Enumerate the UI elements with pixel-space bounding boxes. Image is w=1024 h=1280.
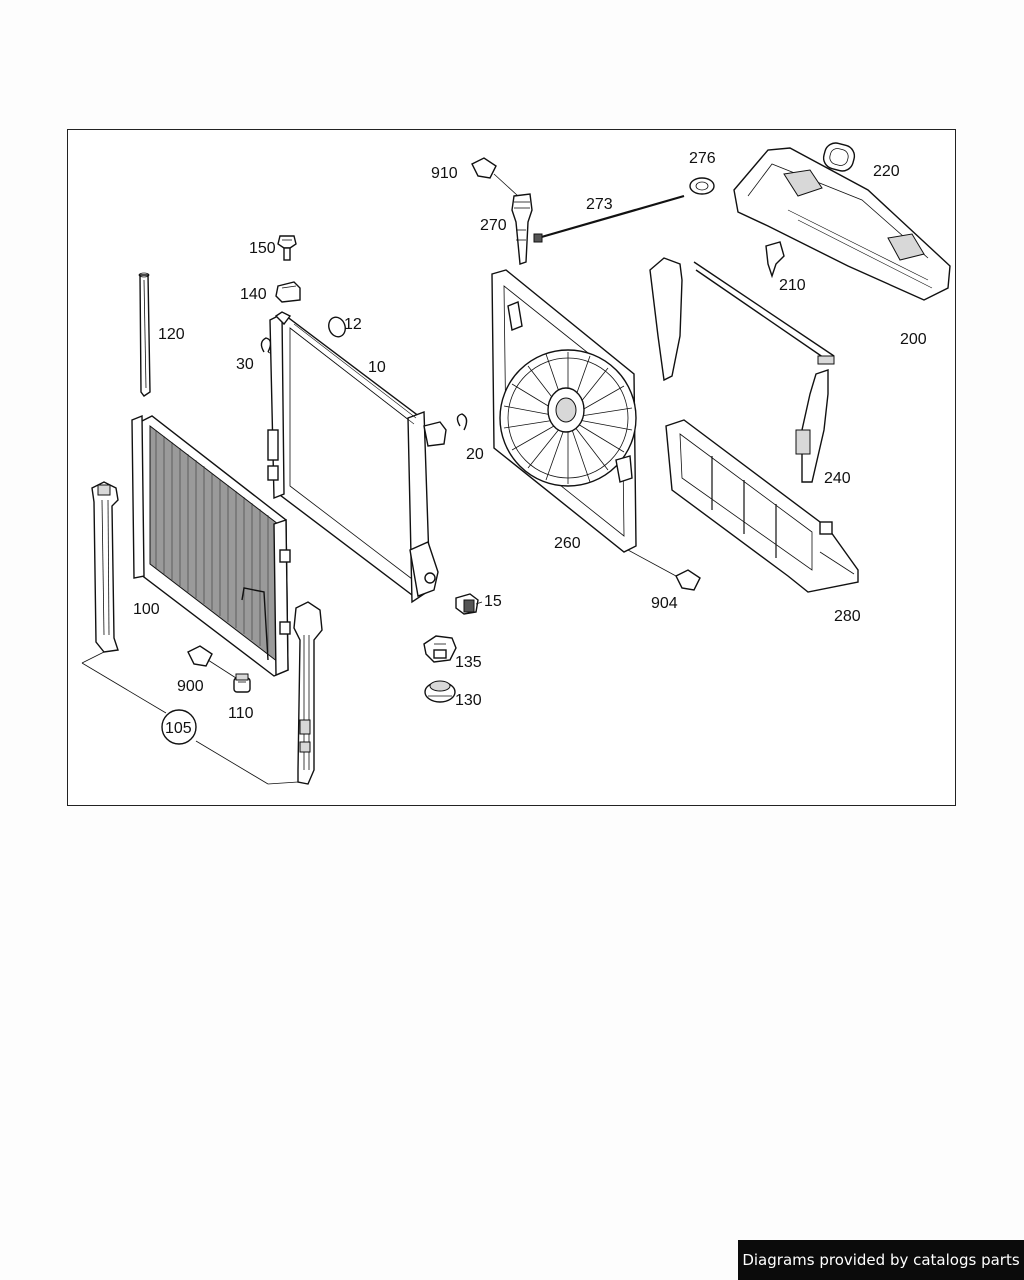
- part-label-900: 900: [177, 678, 204, 695]
- part-label-150: 150: [249, 240, 276, 257]
- parts-diagram-frame: 10 12 15 20 30 100 105 110 120 130 135 1…: [67, 129, 956, 806]
- part-label-200: 200: [900, 331, 927, 348]
- part-label-12: 12: [344, 316, 362, 333]
- part-270-sensor: [511, 193, 533, 265]
- part-label-260: 260: [554, 535, 581, 552]
- part-label-273: 273: [586, 196, 613, 213]
- part-label-20: 20: [466, 446, 484, 463]
- part-label-210: 210: [779, 277, 806, 294]
- part-140-mount: [275, 281, 301, 303]
- part-100-condenser: [131, 414, 291, 677]
- part-label-270: 270: [480, 217, 507, 234]
- part-label-904: 904: [651, 595, 678, 612]
- part-276-clamp: [689, 177, 715, 195]
- part-label-110: 110: [228, 705, 254, 722]
- exploded-parts-diagram: 10 12 15 20 30 100 105 110 120 130 135 1…: [81, 142, 951, 785]
- part-10-radiator: [267, 311, 447, 604]
- part-130-cap: [424, 680, 456, 703]
- part-220-seal: [822, 142, 856, 172]
- part-135-adapter: [423, 635, 457, 663]
- part-904-label-tag: [675, 569, 701, 591]
- part-120-strip: [138, 272, 151, 397]
- part-240-frame: [649, 257, 835, 483]
- part-label-910: 910: [431, 165, 458, 182]
- part-15-sensor: [455, 593, 483, 615]
- part-150-fastener: [277, 235, 297, 261]
- part-105-right-bracket: [293, 601, 323, 785]
- footer-credit: Diagrams provided by catalogs parts: [738, 1240, 1024, 1280]
- part-label-30: 30: [236, 356, 254, 373]
- part-label-135: 135: [455, 654, 482, 671]
- part-label-105: 105: [165, 720, 192, 737]
- part-label-220: 220: [873, 163, 900, 180]
- part-label-120: 120: [158, 326, 185, 343]
- part-105-left-bracket: [91, 481, 119, 653]
- part-273-cable: [533, 194, 685, 243]
- part-105-group-lines: [81, 651, 299, 785]
- part-label-15: 15: [484, 593, 502, 610]
- part-label-140: 140: [240, 286, 267, 303]
- part-200-cover: [733, 147, 951, 301]
- part-label-280: 280: [834, 608, 861, 625]
- part-label-240: 240: [824, 470, 851, 487]
- part-210-clip: [765, 241, 785, 279]
- part-label-276: 276: [689, 150, 716, 167]
- part-label-10: 10: [368, 359, 386, 376]
- part-label-130: 130: [455, 692, 482, 709]
- part-20-clip: [456, 413, 468, 431]
- part-110-valve: [233, 673, 251, 693]
- part-910-label-tag: [471, 157, 519, 197]
- part-280-air-guide: [665, 419, 859, 593]
- part-12-oring: [328, 316, 346, 338]
- part-260-fan-shroud: [491, 269, 677, 577]
- part-label-100: 100: [133, 601, 160, 618]
- part-900-label-tag: [187, 645, 237, 679]
